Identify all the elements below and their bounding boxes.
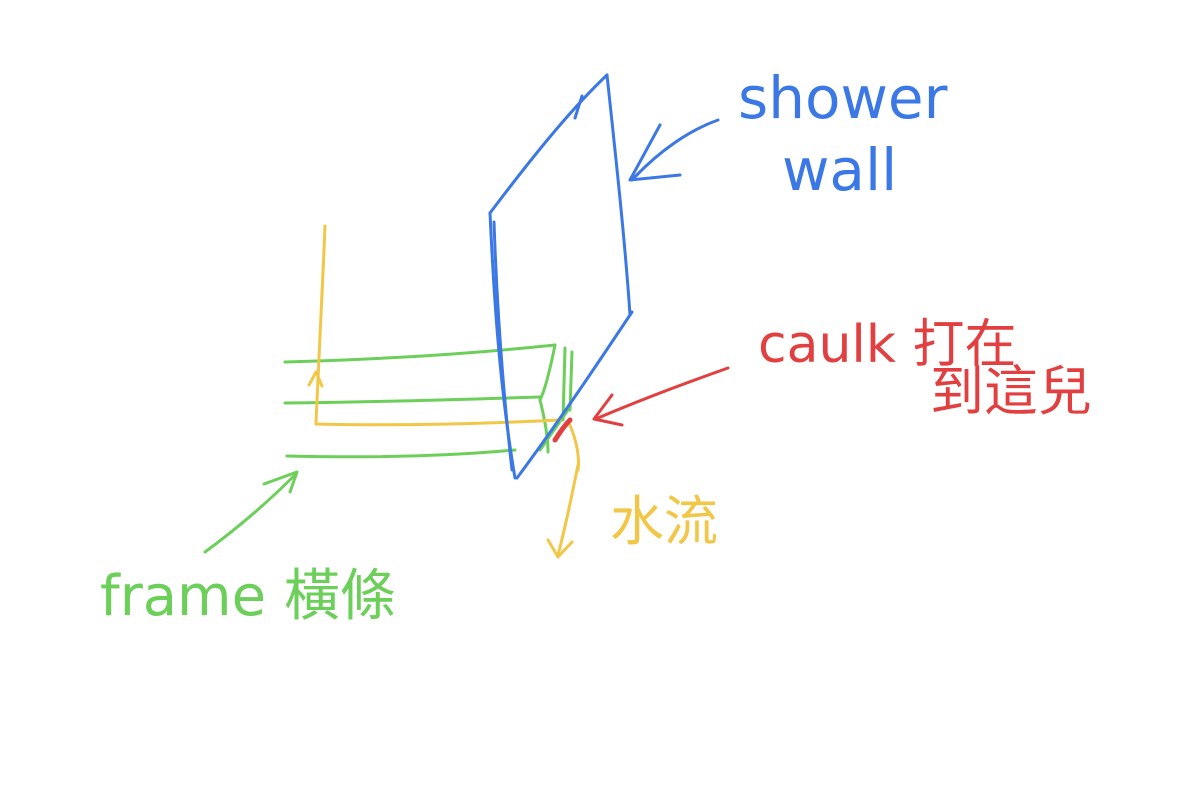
wall-arrow-head [628, 123, 682, 182]
water-path [307, 224, 580, 559]
frame-arrow-head [262, 470, 299, 494]
frame-bar-end-2 [538, 398, 550, 454]
shower-wall [488, 73, 720, 480]
frame-arrow [203, 470, 299, 554]
wall-arrow-shaft [630, 118, 720, 182]
water-line-down [568, 423, 580, 472]
wall-bottom-edge [515, 310, 634, 480]
frame-edge-2 [568, 350, 574, 412]
water-arrow-head-up [307, 370, 324, 388]
label-frame: frame 橫條 [100, 564, 396, 629]
caulk-bead [552, 417, 573, 443]
wall-right-edge [605, 73, 632, 317]
wall-left-edge-2 [492, 220, 514, 472]
wall-top-accent [573, 94, 584, 120]
label-caulk-line1: caulk 打在 [758, 315, 1017, 375]
frame-bars [283, 343, 574, 459]
frame-bar-bottom [285, 448, 517, 459]
label-caulk-line2: 到這兒 [930, 360, 1092, 423]
caulk-arrow-head [592, 393, 624, 427]
wall-top-edge [488, 73, 609, 215]
frame-bevel [538, 408, 570, 452]
frame-bar-middle [283, 395, 542, 405]
label-shower-wall-line1: shower [738, 64, 948, 132]
caulk-arrow-shaft [596, 366, 730, 420]
frame-edge-1 [561, 346, 567, 422]
water-arrow-down-head [546, 538, 574, 559]
frame-bar-top [283, 343, 557, 364]
label-water-flow: 水流 [610, 490, 718, 553]
label-shower-wall-line2: wall [782, 136, 897, 204]
water-arrow-down [556, 463, 580, 557]
frame-bar-end-1 [538, 343, 557, 402]
water-line-vertical [314, 224, 327, 424]
frame-arrow-shaft [203, 472, 298, 554]
water-line-horizontal [314, 418, 562, 427]
caulk-arrow [592, 366, 730, 427]
